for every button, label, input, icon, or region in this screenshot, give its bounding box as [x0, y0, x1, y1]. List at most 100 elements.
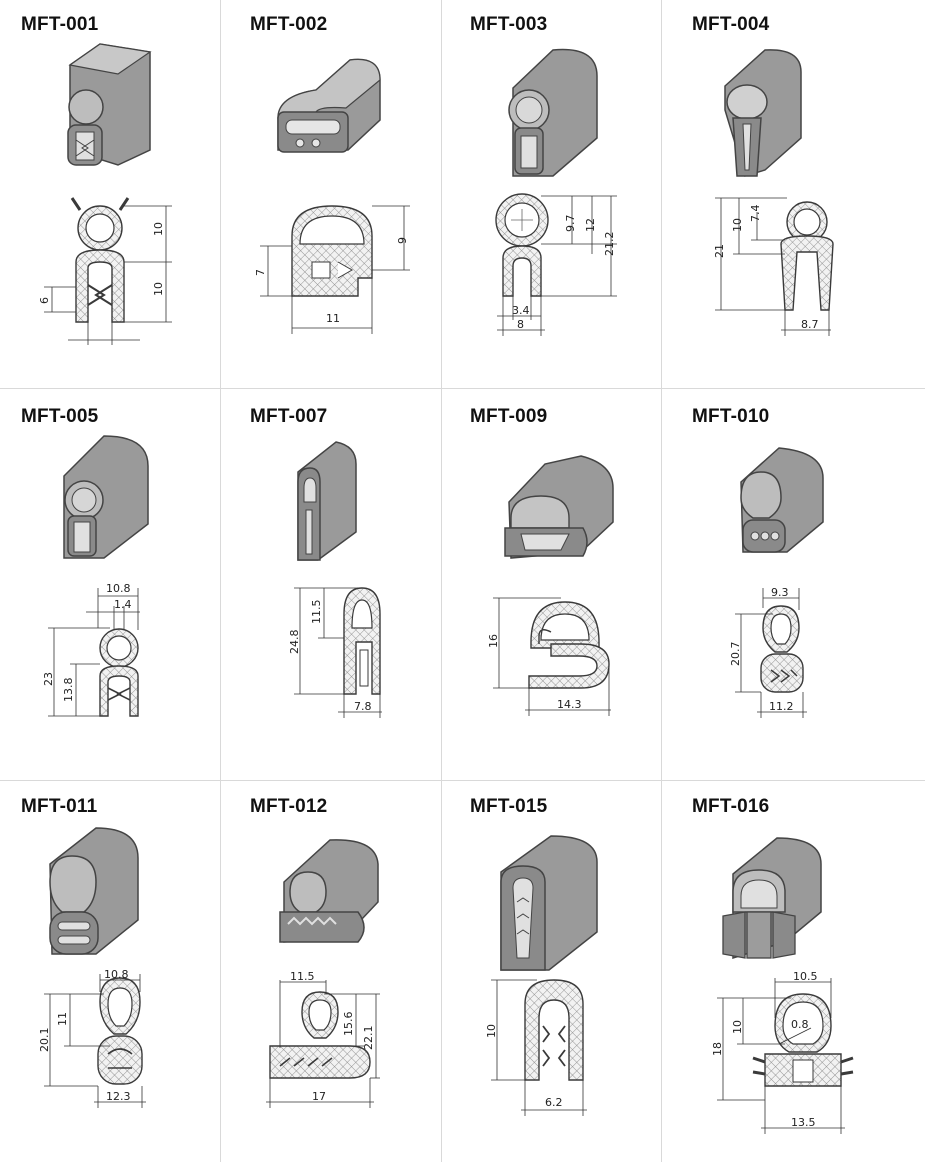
dimension-label: 6.2 — [545, 1096, 563, 1109]
dimension-label: 21.2 — [603, 232, 616, 257]
profile-drawing: 10.8 11 20.1 12.3 — [38, 827, 146, 1108]
dimension-label: 6 — [38, 297, 51, 304]
profile-code: MFT-009 — [470, 406, 548, 427]
dimension-label: 10 — [731, 218, 744, 232]
dimension-label: 8 — [517, 318, 524, 331]
profile-card-mft-007: MFT-007 11.5 24.8 7.8 — [220, 392, 441, 780]
cross-section — [99, 628, 139, 717]
profile-card-mft-005: MFT-005 10.8 1.4 2 — [0, 392, 220, 780]
column-divider — [661, 0, 662, 1162]
dimension-label: 11.5 — [310, 600, 323, 625]
seal-3d-render — [67, 43, 152, 166]
profile-code: MFT-005 — [21, 406, 99, 427]
profile-card-mft-003: MFT-003 9.7 12 21. — [441, 0, 661, 388]
dimension-label: 9.3 — [771, 586, 789, 599]
profile-card-mft-009: MFT-009 16 14.3 — [441, 392, 661, 780]
dimension-label: 18 — [711, 1042, 724, 1056]
profile-drawing: 10.8 1.4 23 13.8 — [42, 435, 149, 717]
row-divider — [0, 388, 925, 389]
profile-code: MFT-007 — [250, 406, 328, 427]
profile-drawing: 10.5 10 0.8 18 13.5 — [711, 837, 854, 1134]
profile-code: MFT-015 — [470, 796, 548, 817]
dimension-label: 22.1 — [362, 1026, 375, 1051]
dimension-label: 10.5 — [793, 970, 818, 983]
cross-section — [752, 993, 854, 1087]
seal-3d-render — [49, 827, 139, 955]
profile-code: MFT-004 — [692, 14, 770, 35]
cross-section — [760, 605, 804, 693]
dimension-lines — [260, 205, 410, 334]
profile-code: MFT-016 — [692, 796, 770, 817]
dimension-lines — [266, 980, 380, 1108]
cross-section — [343, 587, 381, 695]
cross-section — [291, 205, 373, 297]
dimension-label: 17 — [312, 1090, 326, 1103]
cross-section — [495, 193, 549, 297]
dimension-lines — [735, 588, 807, 718]
profile-card-mft-001: MFT-001 10 — [0, 0, 220, 388]
profile-drawing: 9.3 20.7 11.2 — [729, 447, 824, 718]
profile-drawing: 10 6.2 — [485, 835, 598, 1116]
dimension-label: 23 — [42, 672, 55, 686]
dimension-lines — [497, 195, 617, 336]
dimension-label: 9 — [396, 237, 409, 244]
profile-code: MFT-010 — [692, 406, 770, 427]
dimension-lines — [44, 974, 146, 1108]
profile-code: MFT-002 — [250, 14, 328, 35]
profile-card-mft-004: MFT-004 10 7.4 21 8.7 — [661, 0, 925, 388]
profile-code: MFT-011 — [21, 796, 98, 817]
column-divider — [441, 0, 442, 1162]
seal-3d-render — [504, 455, 614, 559]
dimension-label: 10.8 — [104, 968, 129, 981]
dimension-label: 7 — [254, 269, 267, 276]
profile-card-mft-015: MFT-015 10 6.2 — [441, 782, 661, 1162]
profile-drawing: 10 10 6 — [38, 43, 172, 345]
cross-section — [97, 977, 143, 1085]
dimension-label: 21 — [713, 244, 726, 258]
dimension-label: 10 — [485, 1024, 498, 1038]
profile-drawing: 10 7.4 21 8.7 — [713, 49, 834, 336]
dimension-label: 11.5 — [290, 970, 315, 983]
dimension-label: 11.2 — [769, 700, 794, 713]
seal-3d-render — [508, 48, 598, 177]
column-divider — [220, 0, 221, 1162]
profile-card-mft-016: MFT-016 10.5 — [661, 782, 925, 1162]
seal-3d-render — [500, 835, 598, 971]
dimension-lines — [717, 978, 845, 1134]
profile-card-mft-011: MFT-011 10.8 11 20 — [0, 782, 220, 1162]
dimension-label: 13.5 — [791, 1116, 816, 1129]
dimension-label: 12.3 — [106, 1090, 131, 1103]
dimension-label: 11 — [56, 1012, 69, 1026]
dimension-lines — [715, 197, 831, 336]
cross-section — [269, 991, 371, 1079]
dimension-label: 15.6 — [342, 1012, 355, 1037]
profile-card-mft-010: MFT-010 9.3 20.7 11.2 — [661, 392, 925, 780]
cross-section — [524, 979, 584, 1081]
dimension-label: 12 — [584, 218, 597, 232]
dimension-label: 13.8 — [62, 678, 75, 703]
dimension-label: 7.4 — [749, 205, 762, 223]
dimension-label: 20.7 — [729, 642, 742, 667]
dimension-lines — [491, 979, 587, 1116]
profile-drawing: 9.7 12 21.2 3.4 8 — [495, 48, 617, 336]
dimension-label: 16 — [487, 634, 500, 648]
dimension-label: 3.4 — [512, 304, 530, 317]
cross-section — [70, 197, 130, 323]
dimension-lines — [48, 588, 140, 717]
profile-code: MFT-003 — [470, 14, 548, 35]
cross-section — [780, 201, 834, 311]
seal-3d-render — [63, 435, 149, 559]
seal-3d-render — [297, 441, 357, 561]
seal-3d-render — [279, 839, 379, 943]
dimension-label: 1.4 — [114, 598, 132, 611]
dimension-label: 7.8 — [354, 700, 372, 713]
dimension-label: 9.7 — [564, 215, 577, 233]
seal-3d-render — [740, 447, 824, 553]
seal-3d-render — [724, 49, 802, 177]
dimension-label: 20.1 — [38, 1028, 51, 1053]
dimension-lines — [493, 597, 611, 716]
dimension-label: 10 — [152, 222, 165, 236]
profile-card-mft-012: MFT-012 11.5 15.6 22.1 — [220, 782, 441, 1162]
dimension-label: 11 — [326, 312, 340, 325]
